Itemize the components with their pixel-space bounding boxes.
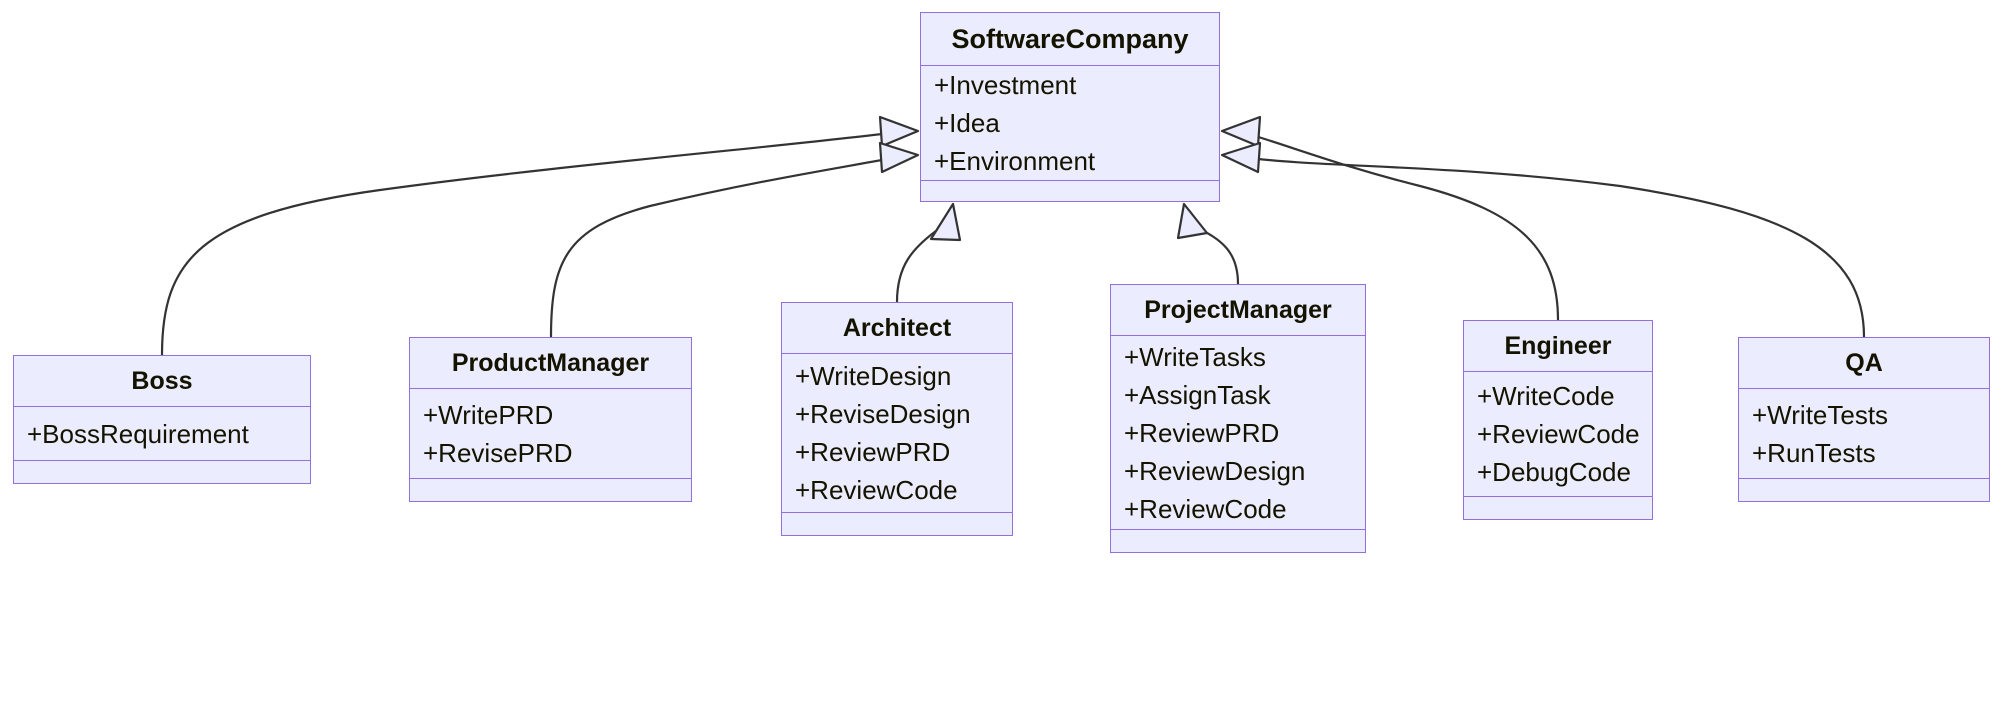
generalization-arrowhead-boss <box>878 115 920 148</box>
class-attribute: +BossRequirement <box>27 418 249 449</box>
class-title-architect: Architect <box>782 303 1012 354</box>
class-attribute: +ReviewPRD <box>1124 417 1280 448</box>
class-attribute: +WritePRD <box>423 399 554 430</box>
generalization-arrowhead-architect <box>929 202 962 242</box>
class-methods-boss <box>14 461 310 483</box>
generalization-arrowhead-productmanager <box>878 141 920 174</box>
class-attribute: +Environment <box>934 146 1096 176</box>
edge-qa-to-softwarecompany <box>1241 155 1866 338</box>
class-attributes-boss: +BossRequirement <box>14 407 310 461</box>
class-methods-product-manager <box>410 479 691 501</box>
class-attribute: +WriteTasks <box>1124 341 1266 372</box>
class-attribute: +RevisePRD <box>423 437 573 468</box>
edge-engineer-to-softwarecompany <box>1241 130 1560 321</box>
uml-class-boss[interactable]: Boss +BossRequirement <box>13 355 311 484</box>
class-attribute: +Investment <box>934 70 1077 100</box>
class-attributes-software-company: +Investment +Idea +Environment <box>921 66 1219 181</box>
class-title-product-manager: ProductManager <box>410 338 691 389</box>
class-attribute: +ReviewDesign <box>1124 455 1306 486</box>
uml-class-qa[interactable]: QA +WriteTests +RunTests <box>1738 337 1990 502</box>
class-attribute: +ReviewPRD <box>795 437 951 467</box>
class-attribute: +ReviewCode <box>795 475 958 505</box>
class-methods-qa <box>1739 479 1989 501</box>
edge-projectmanager-to-softwarecompany <box>1195 226 1240 285</box>
uml-class-engineer[interactable]: Engineer +WriteCode +ReviewCode +DebugCode <box>1463 320 1653 520</box>
class-attribute: +WriteDesign <box>795 361 952 391</box>
class-attribute: +RunTests <box>1752 437 1876 468</box>
generalization-arrowhead-projectmanager <box>1176 202 1209 240</box>
uml-class-architect[interactable]: Architect +WriteDesign +ReviseDesign +Revie… <box>781 302 1013 536</box>
class-attribute: +WriteCode <box>1477 381 1615 411</box>
class-attribute: +Idea <box>934 108 1000 138</box>
class-attributes-qa: +WriteTests +RunTests <box>1739 389 1989 479</box>
class-attributes-product-manager: +WritePRD +RevisePRD <box>410 389 691 479</box>
edge-architect-to-softwarecompany <box>895 227 941 303</box>
class-attribute: +AssignTask <box>1124 379 1271 410</box>
uml-class-product-manager[interactable]: ProductManager +WritePRD +RevisePRD <box>409 337 692 502</box>
uml-class-project-manager[interactable]: ProjectManager +WriteTasks +AssignTask +Rev… <box>1110 284 1366 553</box>
class-methods-software-company <box>921 181 1219 205</box>
class-title-engineer: Engineer <box>1464 321 1652 372</box>
class-attributes-project-manager: +WriteTasks +AssignTask +ReviewPRD +ReviewD… <box>1111 336 1365 530</box>
class-attribute: +WriteTests <box>1752 399 1889 430</box>
edge-productmanager-to-softwarecompany <box>549 155 899 338</box>
class-attributes-engineer: +WriteCode +ReviewCode +DebugCode <box>1464 372 1652 497</box>
generalization-arrowhead-engineer <box>1220 115 1262 148</box>
class-title-boss: Boss <box>14 356 310 407</box>
class-attribute: +ReviewCode <box>1477 419 1640 449</box>
class-methods-project-manager <box>1111 530 1365 552</box>
class-attributes-architect: +WriteDesign +ReviseDesign +ReviewPRD +Revi… <box>782 354 1012 513</box>
class-title-software-company: SoftwareCompany <box>921 13 1219 66</box>
class-title-project-manager: ProjectManager <box>1111 285 1365 336</box>
class-methods-engineer <box>1464 497 1652 519</box>
class-attribute: +ReviseDesign <box>795 399 971 429</box>
generalization-arrowhead-qa <box>1220 141 1262 174</box>
edge-boss-to-softwarecompany <box>160 130 899 356</box>
class-title-qa: QA <box>1739 338 1989 389</box>
class-attribute: +ReviewCode <box>1124 493 1287 524</box>
class-methods-architect <box>782 513 1012 535</box>
class-attribute: +DebugCode <box>1477 457 1631 487</box>
uml-class-software-company[interactable]: SoftwareCompany +Investment +Idea +Environm… <box>920 12 1220 202</box>
